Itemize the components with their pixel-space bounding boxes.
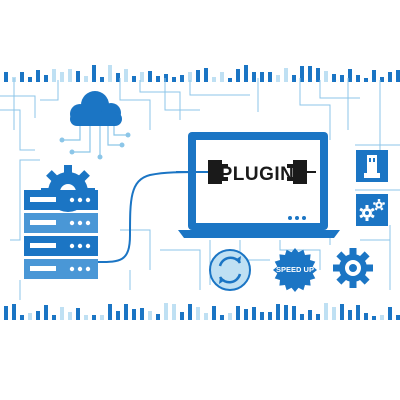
- circuit-lines: [0, 78, 400, 300]
- gear-icon: [333, 248, 373, 288]
- speed-up-badge-icon: [273, 248, 317, 292]
- badge-label: SPEED UP: [276, 265, 314, 274]
- bottom-bar-strip: [4, 303, 400, 320]
- laptop-icon: [178, 132, 340, 238]
- settings-gears-icon: [356, 194, 388, 226]
- server-rack-icon: [24, 165, 98, 279]
- top-bar-strip: [4, 65, 400, 82]
- cloud-icon: [59, 91, 131, 160]
- refresh-icon: [209, 249, 251, 291]
- laptop-label: PLUGIN: [220, 164, 295, 185]
- plug-icon: [176, 160, 316, 184]
- cable: [97, 171, 211, 263]
- usb-icon: [356, 150, 388, 182]
